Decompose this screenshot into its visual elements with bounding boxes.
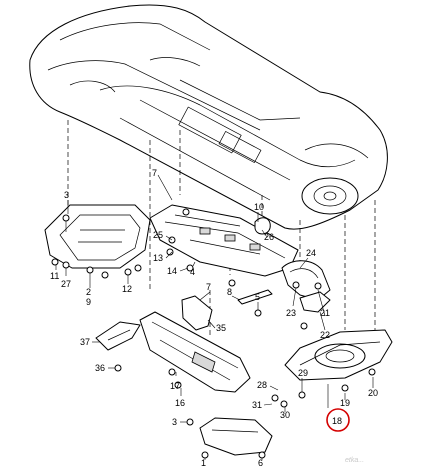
watermark: etka...: [345, 457, 364, 464]
lower-deflector: [199, 417, 273, 456]
heat-shield-35: [181, 295, 213, 331]
callout-26: 26: [264, 232, 274, 242]
callout-28: 28: [257, 380, 267, 390]
callout-14: 14: [167, 266, 177, 276]
callout-9: 9: [86, 297, 91, 307]
callout-27: 27: [61, 279, 71, 289]
callout-3-lower: 3: [172, 417, 177, 427]
callout-22: 22: [320, 330, 330, 340]
callout-35: 35: [216, 323, 226, 333]
callout-6: 6: [258, 458, 263, 467]
callout-17: 17: [170, 381, 180, 391]
callout-25: 25: [153, 230, 163, 240]
callout-30: 30: [280, 410, 290, 420]
engine-underguard: [44, 204, 151, 279]
callout-10: 10: [254, 202, 264, 212]
callout-7-lower: 7: [206, 282, 211, 292]
callout-7: 7: [152, 168, 157, 178]
callout-36: 36: [95, 363, 105, 373]
callout-24: 24: [306, 248, 316, 258]
trim-strip-8: [237, 289, 273, 305]
bracket-37: [95, 321, 141, 351]
callout-8: 8: [227, 287, 232, 297]
callout-13: 13: [153, 253, 163, 263]
callout-19: 19: [340, 398, 350, 408]
callout-23: 23: [286, 308, 296, 318]
leader-lines: [55, 174, 374, 460]
rear-underguard: [284, 329, 393, 381]
callout-29: 29: [298, 368, 308, 378]
highlight-circle-18: [326, 408, 350, 432]
callout-21: 21: [320, 308, 330, 318]
callout-31: 31: [252, 400, 262, 410]
callout-37: 37: [80, 337, 90, 347]
callout-4: 4: [190, 267, 195, 277]
callout-20: 20: [368, 388, 378, 398]
clip-26: [254, 217, 271, 235]
callout-12: 12: [122, 284, 132, 294]
callout-16: 16: [175, 398, 185, 408]
callout-18: 18: [332, 416, 342, 426]
car-body-outline: [29, 4, 388, 230]
callout-labels: 3 7 10 25 13 26 24 11 27 2 9 14 4 12 7 8…: [50, 168, 378, 467]
callout-1: 1: [201, 458, 206, 467]
callout-3: 3: [64, 190, 69, 200]
callout-5: 5: [255, 292, 260, 302]
fasteners: [51, 208, 376, 459]
callout-2: 2: [86, 287, 91, 297]
sill-cover: [139, 311, 251, 393]
callout-11: 11: [50, 271, 59, 281]
